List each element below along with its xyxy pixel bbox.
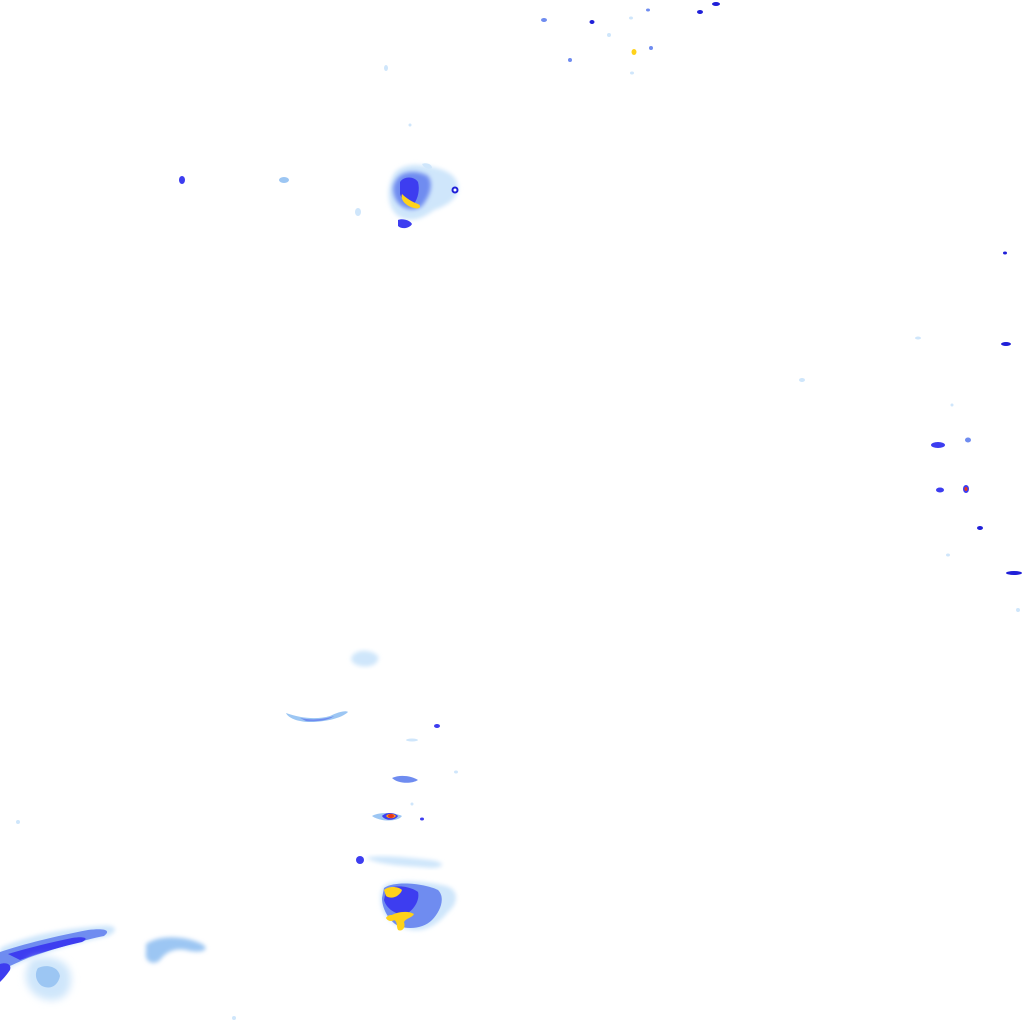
cell-southwest-band bbox=[0, 925, 236, 1020]
cell-east-edge bbox=[799, 251, 1022, 612]
cell-south-center bbox=[372, 802, 424, 821]
cell-north-center bbox=[179, 123, 459, 229]
cell-north-top-strip bbox=[384, 2, 720, 75]
cell-south-arc bbox=[16, 650, 458, 824]
cell-south-cluster bbox=[356, 856, 456, 931]
